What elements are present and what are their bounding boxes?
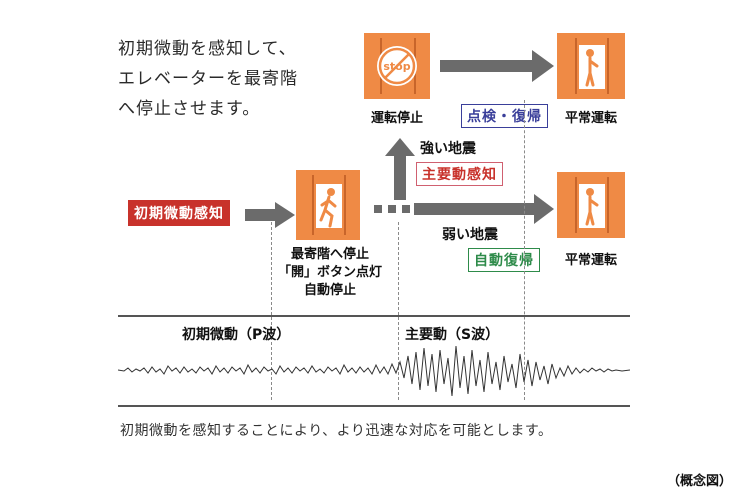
- figure-caption: （概念図）: [666, 474, 732, 489]
- elevator-panel-normal-bottom: [557, 172, 625, 238]
- caption-line: 最寄階へ停止: [290, 247, 369, 262]
- nearest-floor-caption: 最寄階へ停止 「開」ボタン点灯 自動停止: [270, 246, 390, 300]
- normal-op-top-caption: 平常運転: [564, 111, 617, 126]
- dash-mark: [402, 205, 410, 213]
- stop-sign-text: stop: [383, 60, 410, 73]
- elevator-panel-stopped: stop: [364, 33, 430, 99]
- auto-recovery-badge: 自動復帰: [468, 248, 540, 272]
- elevator-panel-nearest-floor: [296, 170, 360, 240]
- s-wave-guide-line: [398, 222, 399, 400]
- divider-top: [118, 315, 630, 317]
- dash-mark: [374, 205, 382, 213]
- arrow-up-strong-quake: [385, 138, 415, 200]
- normal-op-guide-line: [524, 100, 525, 400]
- weak-quake-label: 弱い地震: [442, 227, 498, 243]
- caption-line: 「開」ボタン点灯: [277, 265, 382, 280]
- footer-text: 初期微動を感知することにより、より迅速な対応を可能とします。: [120, 423, 553, 439]
- arrow-to-stop-panel: [245, 202, 295, 228]
- normal-op-bottom-caption: 平常運転: [564, 253, 617, 268]
- seismic-waveform: [118, 345, 630, 397]
- p-wave-label: 初期微動（P波）: [182, 327, 291, 343]
- standing-person-icon: [579, 184, 605, 228]
- arrow-to-normal-op-bottom: [414, 194, 554, 224]
- running-person-icon: [316, 184, 342, 228]
- waveform-trace: [118, 345, 630, 397]
- s-wave-label: 主要動（S波）: [405, 327, 500, 343]
- caption-line: 自動停止: [303, 283, 356, 298]
- divider-bottom: [118, 405, 630, 407]
- stop-sign-icon: stop: [377, 46, 417, 86]
- initial-tremor-badge: 初期微動感知: [128, 200, 230, 226]
- intro-text: 初期微動を感知して、 エレベーターを最寄階 へ停止させます。: [118, 39, 298, 119]
- dash-mark: [388, 205, 396, 213]
- stopped-caption: 運転停止: [370, 111, 423, 126]
- standing-person-icon: [579, 45, 605, 89]
- inspection-recovery-badge: 点検・復帰: [461, 104, 548, 128]
- p-wave-guide-line: [271, 222, 272, 400]
- arrow-to-normal-op-top: [440, 50, 554, 82]
- principal-motion-badge: 主要動感知: [416, 162, 503, 186]
- elevator-panel-normal-top: [557, 33, 625, 99]
- strong-quake-label: 強い地震: [420, 141, 476, 157]
